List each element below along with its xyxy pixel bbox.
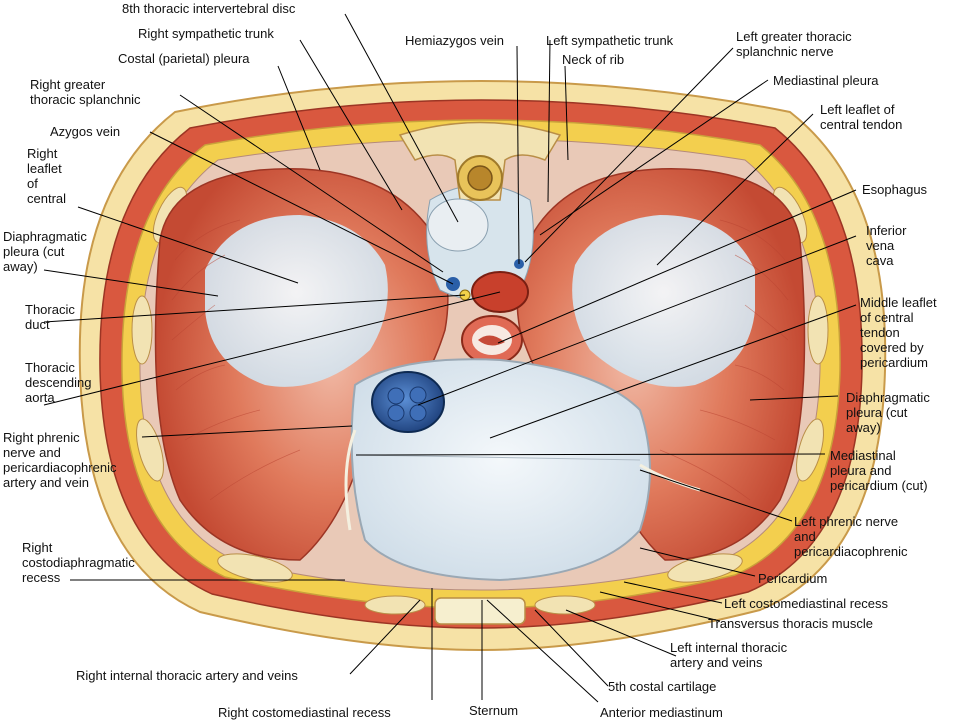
right-phrenic-nerve — [344, 429, 357, 531]
ribs — [131, 186, 829, 615]
label-right-phrenic-nerve: Right phrenic nerve and pericardiacophre… — [3, 430, 117, 490]
sternum-shape — [434, 597, 526, 625]
label-thoracic-descending-aorta: Thoracic descending aorta — [25, 360, 92, 405]
label-left-sympathetic-trunk: Left sympathetic trunk — [546, 33, 674, 48]
label-right-greater-thoracic-splanchnic: Right greater thoracic splanchnic — [30, 77, 141, 107]
label-pericardium: Pericardium — [758, 571, 828, 586]
label-middle-leaflet: Middle leaflet of central tendon covered… — [860, 295, 937, 370]
label-right-sympathetic-trunk: Right sympathetic trunk — [138, 26, 274, 41]
label-azygos-vein: Azygos vein — [50, 124, 121, 139]
label-hemiazygos-vein: Hemiazygos vein — [405, 33, 504, 48]
label-left-leaflet-central-tendon: Left leaflet of central tendon — [820, 102, 903, 132]
right-leaflet-tendon — [205, 215, 388, 387]
label-sternum: Sternum — [469, 703, 519, 718]
label-5th-costal-cartilage: 5th costal cartilage — [608, 679, 717, 694]
leader-lines — [43, 13, 857, 703]
label-8th-thoracic-intervertebral-disc: 8th thoracic intervertebral disc — [122, 1, 296, 16]
label-left-costomediastinal-recess: Left costomediastinal recess — [724, 596, 889, 611]
label-right-costodiaphragmatic-recess: Right costodiaphragmatic recess — [22, 540, 135, 585]
label-left-phrenic-nerve: Left phrenic nerve and pericardiacophren… — [794, 514, 908, 559]
label-right-leaflet-of-central: Right leaflet of central — [27, 146, 67, 206]
label-right-costomediastinal-recess: Right costomediastinal recess — [218, 705, 391, 720]
label-inferior-vena-cava: Inferior vena cava — [866, 223, 907, 268]
label-right-internal-thoracic: Right internal thoracic artery and veins — [76, 668, 298, 683]
label-left-internal-thoracic: Left internal thoracic artery and veins — [670, 640, 788, 670]
label-mediastinal-pleura-and-pericardium: Mediastinal pleura and pericardium (cut) — [830, 448, 928, 493]
label-costal-parietal-pleura: Costal (parietal) pleura — [118, 51, 250, 66]
label-left-greater-thoracic-splanchnic: Left greater thoracic splanchnic nerve — [736, 29, 852, 59]
label-anterior-mediastinum: Anterior mediastinum — [600, 705, 723, 720]
label-diaphragmatic-pleura-right: Diaphragmatic pleura (cut away) — [846, 390, 930, 435]
left-leaflet-tendon — [572, 215, 755, 387]
label-diaphragmatic-pleura-left: Diaphragmatic pleura (cut away) — [3, 229, 87, 274]
intervertebral-disc — [427, 198, 489, 252]
label-mediastinal-pleura: Mediastinal pleura — [773, 73, 879, 88]
label-neck-of-rib: Neck of rib — [562, 52, 625, 67]
label-transversus-thoracis: Transversus thoracis muscle — [708, 616, 873, 631]
label-esophagus: Esophagus — [862, 182, 928, 197]
label-thoracic-duct: Thoracic duct — [25, 302, 75, 332]
ivc-shape — [371, 371, 445, 433]
